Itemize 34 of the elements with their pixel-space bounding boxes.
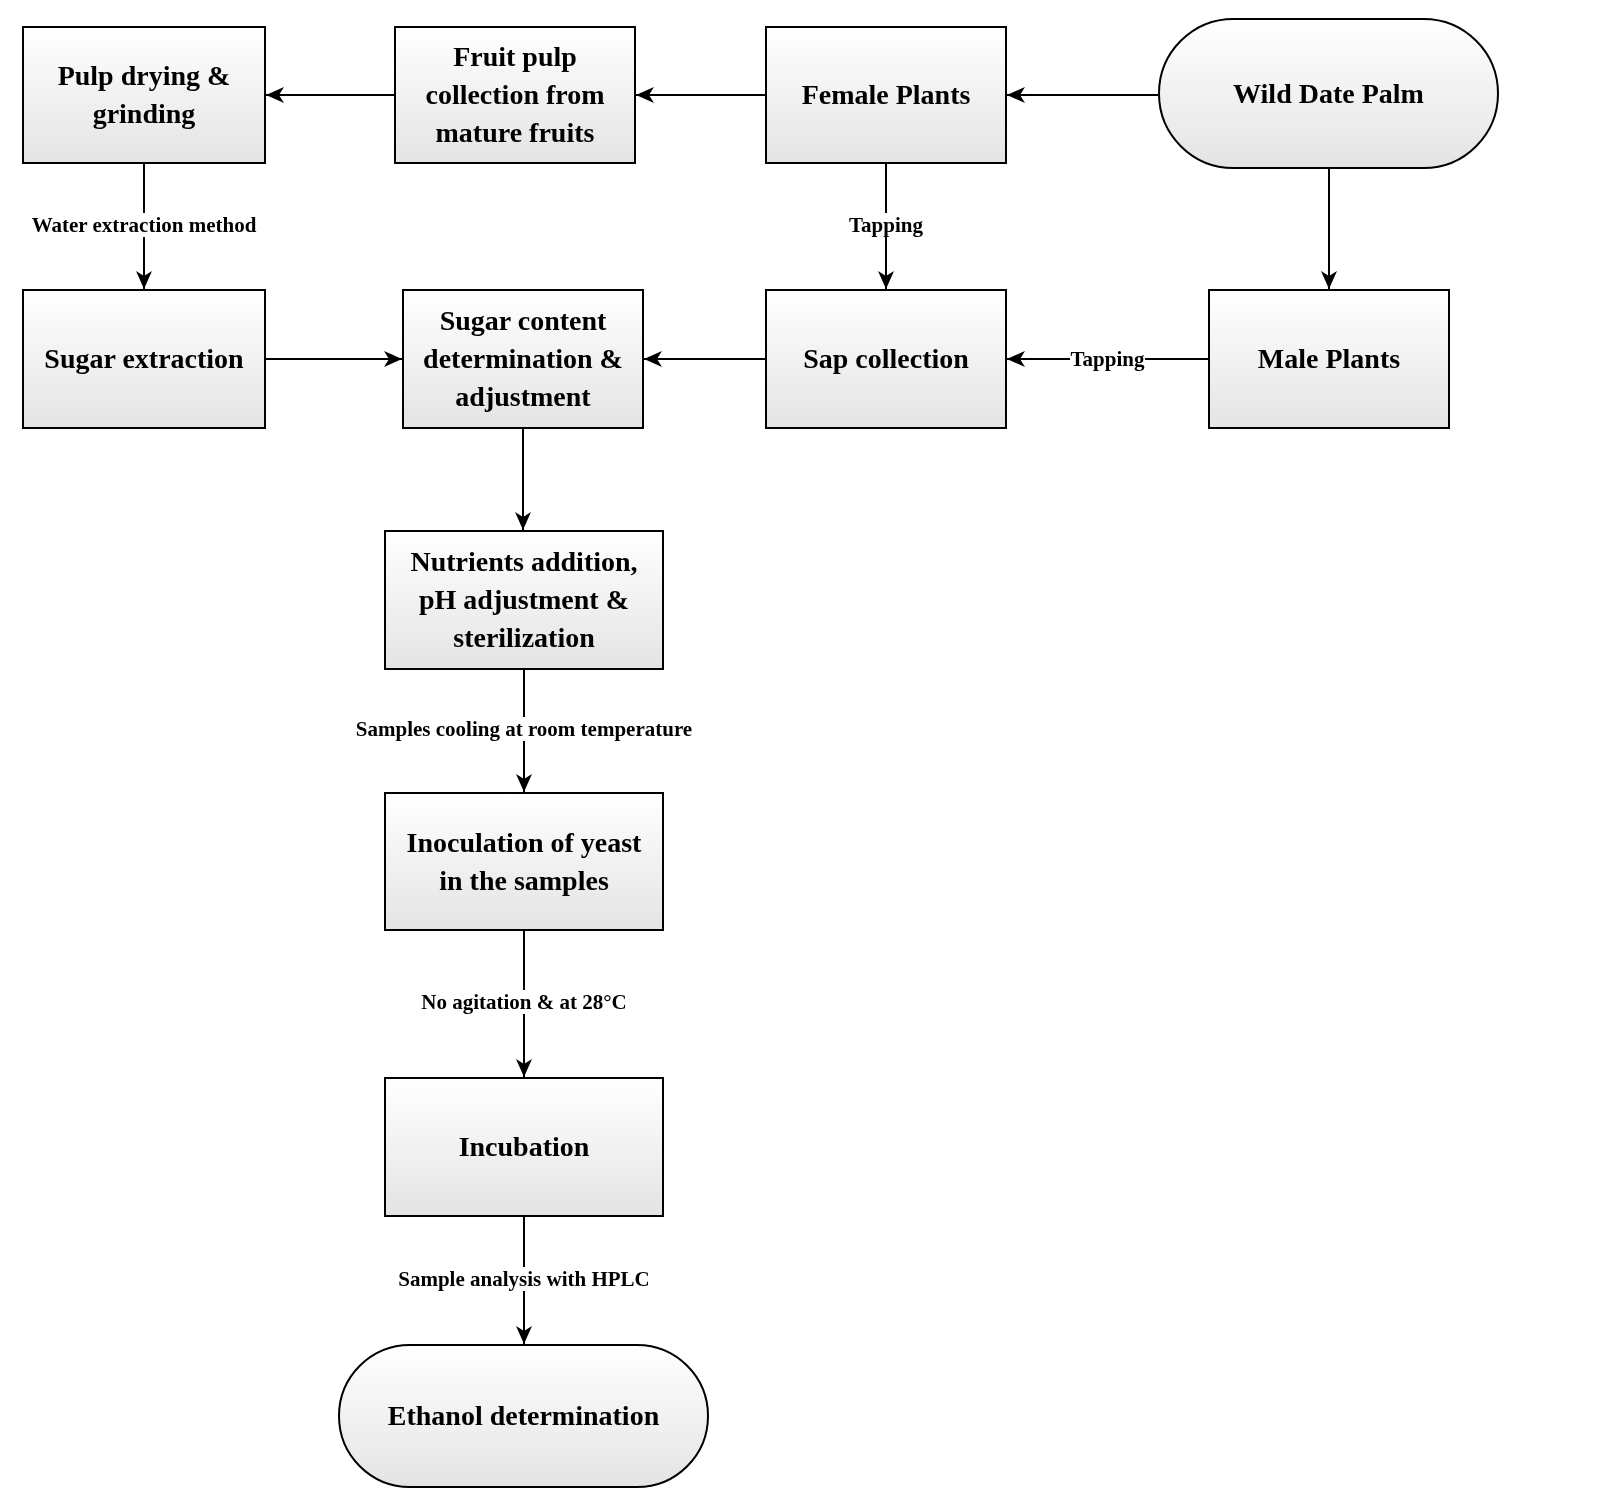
node-label: Nutrients addition, pH adjustment & sterilization bbox=[409, 545, 639, 655]
process-box bbox=[384, 792, 664, 931]
edge-label: Sample analysis with HPLC bbox=[397, 1266, 651, 1291]
process-box bbox=[22, 26, 266, 164]
node-label: Inoculation of yeast in the samples bbox=[405, 825, 643, 898]
node-label: Pulp drying & grinding bbox=[56, 59, 232, 131]
process-box bbox=[765, 26, 1007, 164]
arrow bbox=[1006, 87, 1159, 103]
process-box bbox=[765, 289, 1007, 429]
edge-label: Samples cooling at room temperature bbox=[354, 717, 694, 741]
process-box bbox=[394, 26, 636, 164]
arrow bbox=[643, 351, 766, 367]
node-label: Female Plants bbox=[800, 78, 972, 112]
node-label: Incubation bbox=[457, 1130, 591, 1164]
arrow bbox=[265, 87, 395, 103]
arrow bbox=[265, 351, 403, 367]
node-label: Sugar content determination & adjustment bbox=[422, 304, 624, 414]
node-label: Ethanol determination bbox=[386, 1399, 661, 1433]
process-box bbox=[384, 530, 664, 670]
process-box bbox=[402, 289, 644, 429]
node-label: Wild Date Palm bbox=[1232, 76, 1425, 111]
node-label: Male Plants bbox=[1256, 342, 1402, 376]
edge-label: Water extraction method bbox=[30, 212, 258, 237]
arrow bbox=[635, 87, 766, 103]
arrow bbox=[1321, 168, 1337, 290]
node-label: Sugar extraction bbox=[43, 342, 245, 376]
process-box bbox=[384, 1077, 664, 1217]
node-label: Sap collection bbox=[802, 342, 970, 376]
process-box bbox=[1208, 289, 1450, 429]
edge-label: No agitation & at 28°C bbox=[420, 990, 628, 1014]
arrow bbox=[515, 428, 531, 531]
edge-label: Tapping bbox=[848, 212, 924, 237]
process-box bbox=[22, 289, 266, 429]
node-label: Fruit pulp collection from mature fruits bbox=[424, 40, 606, 150]
